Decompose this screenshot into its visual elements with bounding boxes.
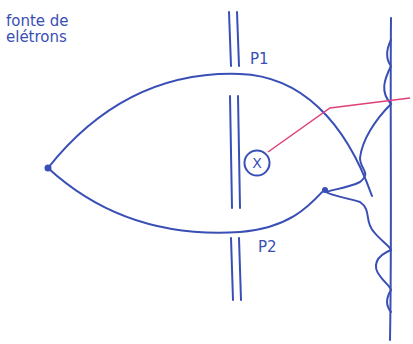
path-p2 xyxy=(48,168,324,233)
barrier-bottom xyxy=(231,238,241,300)
detector-mark: X xyxy=(252,155,262,171)
detector-circle: X xyxy=(243,149,271,177)
path-p1 xyxy=(48,74,372,196)
interference-pattern xyxy=(326,40,391,312)
barrier-middle xyxy=(230,96,240,208)
path-label: P2 xyxy=(258,240,277,256)
electron-source xyxy=(45,165,52,172)
source-label: fonte de elétrons xyxy=(6,14,78,46)
detector-wire xyxy=(268,98,410,152)
barrier-top xyxy=(229,12,239,66)
path-label: P1 xyxy=(250,52,269,68)
screen-point xyxy=(322,187,328,193)
